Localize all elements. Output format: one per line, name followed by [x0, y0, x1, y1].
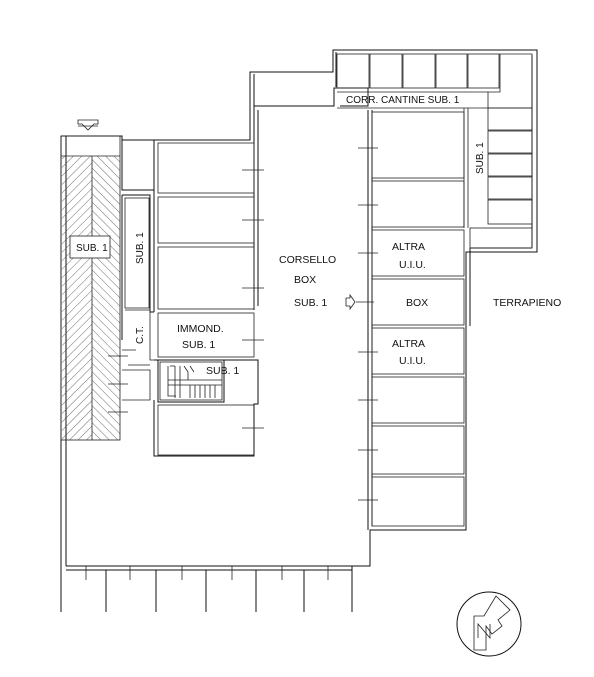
- entrance-arrow-icon: [77, 119, 99, 131]
- sub1-ct-label: SUB. 1: [135, 232, 146, 264]
- north-arrow-icon: [456, 591, 522, 657]
- stair-sub-label: SUB. 1: [206, 365, 239, 377]
- box-column-right: [358, 110, 465, 530]
- uiu-label-2: U.I.U.: [399, 355, 426, 367]
- ct-corridor: [121, 140, 154, 401]
- building-outline: [60, 49, 538, 612]
- terrapieno-label: TERRAPIENO: [493, 297, 561, 309]
- box-entry-arrow-icon: [345, 293, 356, 311]
- cantine-row-top: [336, 53, 533, 109]
- immond-sub-label: SUB. 1: [182, 339, 215, 351]
- altra-label-2: ALTRA: [392, 338, 425, 350]
- cantine-column-right: [463, 107, 533, 249]
- corsello-label: CORSELLO: [279, 254, 336, 266]
- parking-stalls-bottom: [85, 566, 329, 612]
- corsello-box-label: BOX: [294, 274, 316, 286]
- corr-cantine-label: CORR. CANTINE SUB. 1: [346, 95, 460, 106]
- sub1-right-label: SUB. 1: [475, 142, 486, 174]
- ct-label: C.T.: [135, 326, 146, 344]
- altra-label-1: ALTRA: [392, 241, 425, 253]
- sub1-ramp-label: SUB. 1: [76, 243, 108, 254]
- stair: [157, 359, 225, 403]
- box-column-center: [153, 110, 264, 457]
- ramp: [60, 135, 128, 441]
- uiu-label-1: U.I.U.: [399, 259, 426, 271]
- box-label: BOX: [406, 297, 428, 309]
- immond-label: IMMOND.: [177, 323, 224, 335]
- corsello-sub-label: SUB. 1: [294, 297, 327, 309]
